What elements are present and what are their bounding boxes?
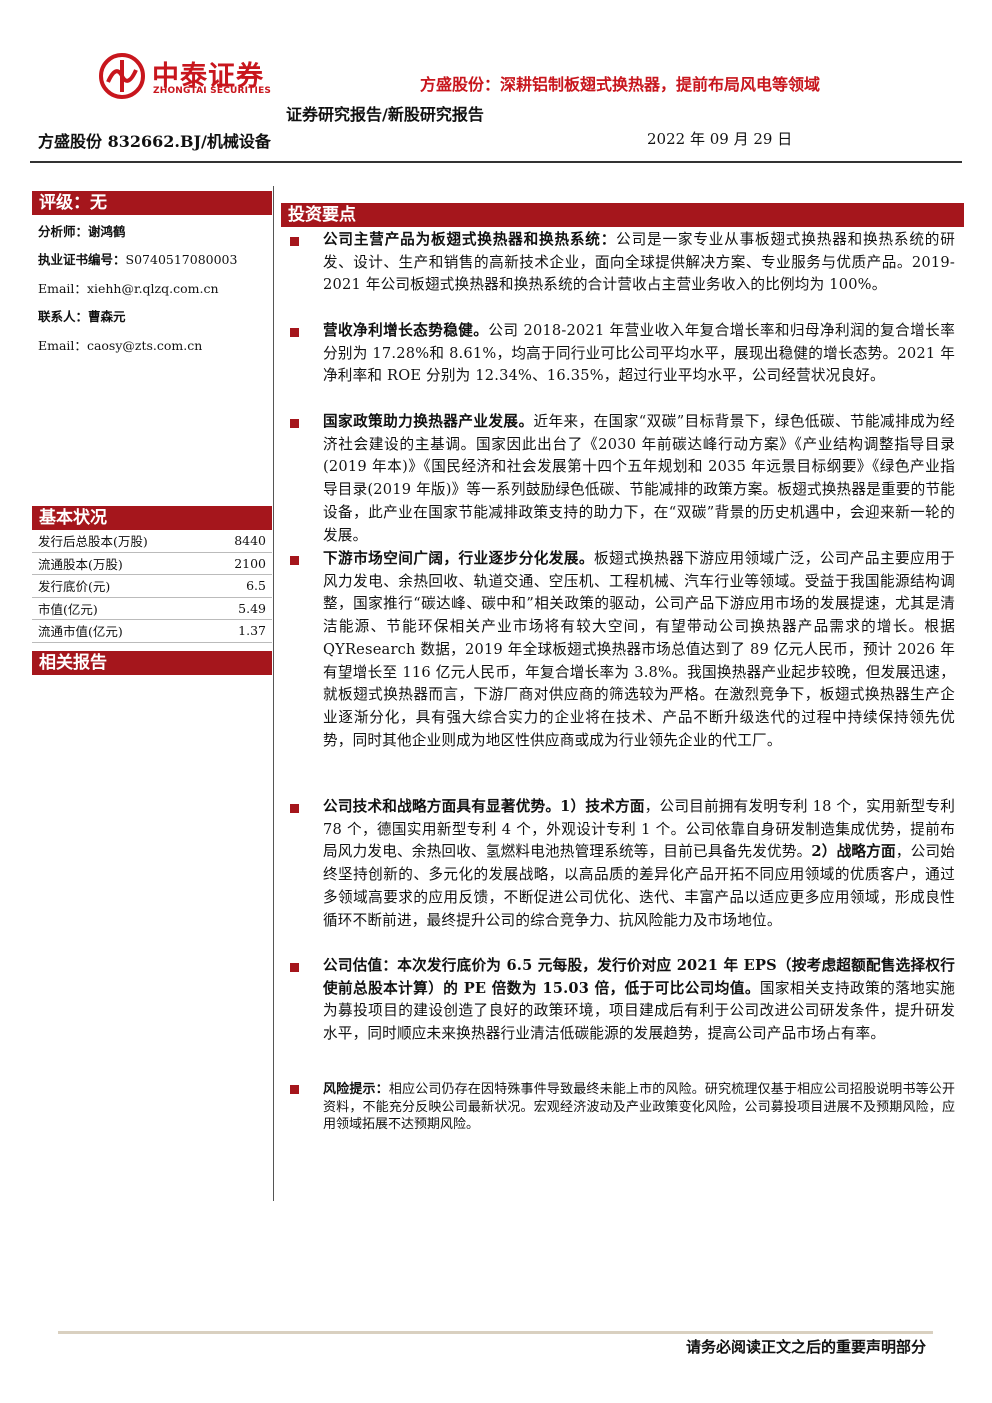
- row-label: 流通市值(亿元): [32, 619, 209, 643]
- report-date: 2022 年 09 月 29 日: [647, 130, 793, 148]
- row-label: 市值(亿元): [32, 597, 209, 620]
- bullet-square-icon: [290, 804, 299, 813]
- logo-text-cn: 中泰证券: [152, 61, 264, 92]
- bullet-square-icon: [290, 963, 299, 972]
- row-label: 流通股本(万股): [32, 552, 209, 575]
- company-logo: 中泰证券 ZHONGTAI SECURITIES: [98, 52, 278, 102]
- point-growth: 营收净利增长态势稳健。公司 2018-2021 年营业收入年复合增长率和归母净利…: [323, 320, 955, 388]
- report-type: 证券研究报告/新股研究报告: [286, 105, 484, 124]
- point-heading: 公司估值：本次发行底价为 6.5 元每股，发行价对应 2021 年 EPS（按考…: [323, 957, 955, 997]
- row-value: 2100: [208, 552, 272, 575]
- contact-label: 联系人：: [38, 309, 89, 324]
- analyst-name: 谢鸿鹤: [88, 224, 126, 239]
- point-body: 国家相关支持政策的落地实施为募投项目的建设创造了良好的政策环境，项目建成后有利于…: [323, 979, 955, 1043]
- bullet-square-icon: [290, 237, 299, 246]
- point-body: 板翅式换热器下游应用领域广泛，公司产品主要应用于风力发电、余热回收、轨道交通、空…: [323, 550, 955, 749]
- point-heading: 国家政策助力换热器产业发展。: [323, 413, 534, 430]
- cert-label: 执业证书编号：: [38, 252, 126, 267]
- analyst-label: 分析师：: [38, 224, 89, 239]
- footer-divider: [58, 1331, 933, 1334]
- point-body: ，公司目前拥有发明专利 18 个，实用新型专利 78 个，德国实用新型专利 4 …: [323, 798, 955, 861]
- row-value: 1.37: [208, 619, 272, 643]
- table-row: 发行后总股本(万股)8440: [32, 530, 272, 553]
- email1-value[interactable]: xiehh@r.qlzq.com.cn: [86, 281, 219, 296]
- point-body: 公司 2018-2021 年营业收入年复合增长率和归母净利润的复合增长率分别为 …: [323, 322, 955, 385]
- table-row: 流通股本(万股)2100: [32, 552, 272, 575]
- email1-label: Email：: [38, 281, 87, 296]
- point-subheading: 2）战略方面: [811, 843, 896, 861]
- row-value: 5.49: [208, 597, 272, 620]
- table-row: 市值(亿元)5.49: [32, 597, 272, 620]
- contact-line: 联系人：曹森元: [38, 306, 126, 325]
- header-divider: [30, 161, 962, 163]
- cert-number: S0740517080003: [125, 252, 238, 267]
- email2-value[interactable]: caosy@zts.com.cn: [86, 338, 203, 353]
- bullet-square-icon: [290, 1085, 299, 1094]
- email2-label: Email：: [38, 338, 87, 353]
- cert-line: 执业证书编号：S0740517080003: [38, 249, 237, 268]
- stock-identifier: 方盛股份 832662.BJ/机械设备: [38, 132, 271, 151]
- point-main-products: 公司主营产品为板翅式换热器和换热系统：公司是一家专业从事板翅式换热器和换热系统的…: [323, 229, 955, 297]
- point-heading: 下游市场空间广阔，行业逐步分化发展。: [323, 550, 594, 567]
- key-points-bar: 投资要点: [281, 203, 964, 227]
- column-divider: [273, 186, 274, 1201]
- row-label: 发行后总股本(万股): [32, 530, 209, 553]
- point-valuation: 公司估值：本次发行底价为 6.5 元每股，发行价对应 2021 年 EPS（按考…: [323, 955, 955, 1046]
- basic-status-table: 发行后总股本(万股)8440 流通股本(万股)2100 发行底价(元)6.5 市…: [32, 530, 272, 643]
- row-value: 6.5: [208, 574, 272, 598]
- point-heading: 营收净利增长态势稳健。: [323, 322, 489, 339]
- point-heading: 公司主营产品为板翅式换热器和换热系统：: [323, 231, 617, 248]
- footer-notice: 请务必阅读正文之后的重要声明部分: [685, 1338, 926, 1356]
- point-policy: 国家政策助力换热器产业发展。近年来，在国家“双碳”目标背景下，绿色低碳、节能减排…: [323, 411, 955, 547]
- logo-text-en: ZHONGTAI SECURITIES: [153, 86, 272, 96]
- bullet-square-icon: [290, 419, 299, 428]
- point-body-2: ，公司始终坚持创新的、多元化的发展战略，以高品质的差异化产品开拓不同应用领域的优…: [323, 843, 955, 929]
- bullet-square-icon: [290, 328, 299, 337]
- related-reports-bar: 相关报告: [32, 651, 272, 675]
- point-tech-strategy: 公司技术和战略方面具有显著优势。1）技术方面，公司目前拥有发明专利 18 个，实…: [323, 796, 955, 932]
- bullet-square-icon: [290, 556, 299, 565]
- point-heading: 风险提示：: [323, 1082, 389, 1097]
- email2-line: Email：caosy@zts.com.cn: [38, 335, 202, 354]
- email1-line: Email：xiehh@r.qlzq.com.cn: [38, 278, 219, 297]
- row-value: 8440: [208, 530, 272, 553]
- point-heading: 公司技术和战略方面具有显著优势。1）技术方面: [323, 798, 645, 815]
- point-downstream-market: 下游市场空间广阔，行业逐步分化发展。板翅式换热器下游应用领域广泛，公司产品主要应…: [323, 548, 955, 752]
- point-risk: 风险提示：相应公司仍存在因特殊事件导致最终未能上市的风险。研究梳理仅基于相应公司…: [323, 1081, 955, 1134]
- report-title: 方盛股份：深耕铝制板翅式换热器，提前布局风电等领域: [419, 75, 820, 94]
- point-body: 公司是一家专业从事板翅式换热器和换热系统的研发、设计、生产和销售的高新技术企业，…: [323, 231, 955, 294]
- rating-bar: 评级：无: [32, 191, 272, 215]
- table-row: 发行底价(元)6.5: [32, 574, 272, 598]
- table-row: 流通市值(亿元)1.37: [32, 619, 272, 643]
- analyst-line: 分析师：谢鸿鹤: [38, 221, 126, 240]
- point-body: 相应公司仍存在因特殊事件导致最终未能上市的风险。研究梳理仅基于相应公司招股说明书…: [323, 1082, 955, 1132]
- point-body: 近年来，在国家“双碳”目标背景下，绿色低碳、节能减排成为经济社会建设的主基调。国…: [323, 413, 955, 544]
- contact-name: 曹森元: [88, 309, 126, 324]
- row-label: 发行底价(元): [32, 574, 209, 598]
- basic-status-bar: 基本状况: [32, 506, 272, 530]
- zhongtai-logo-icon: [99, 53, 145, 99]
